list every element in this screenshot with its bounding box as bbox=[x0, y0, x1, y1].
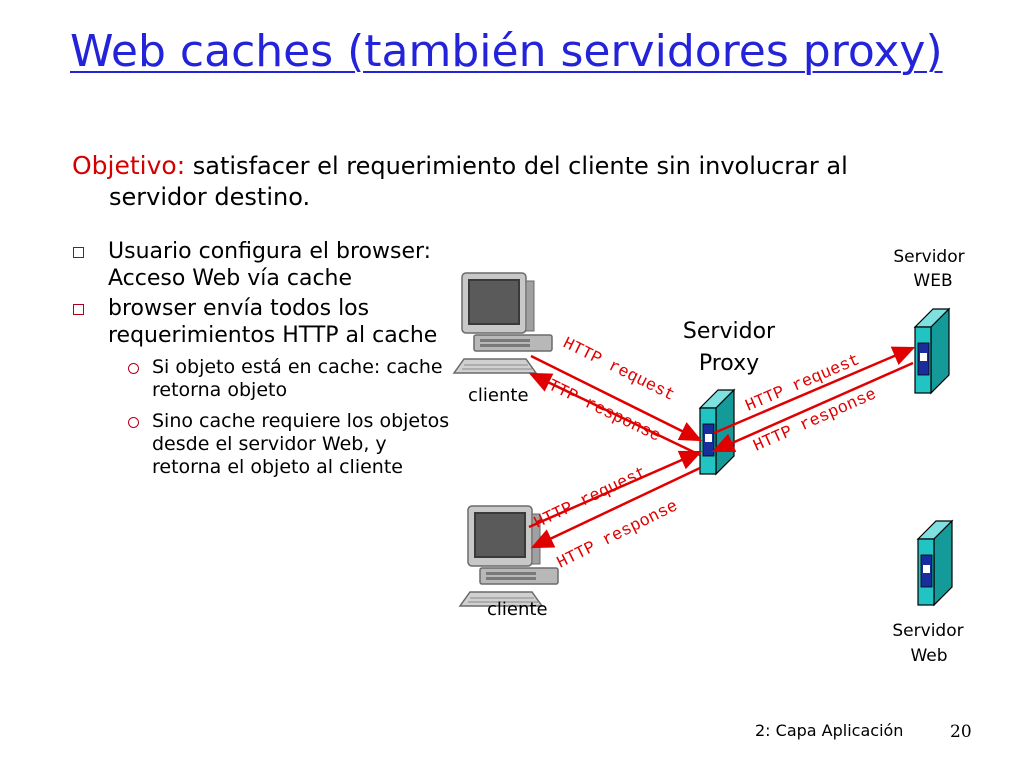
client-top-label: cliente bbox=[468, 385, 529, 406]
circle-bullet-icon bbox=[128, 363, 139, 374]
server-bottom-label-line2: Web bbox=[910, 646, 947, 666]
sub-bullet-text: Si objeto está en cache: cache retorna o… bbox=[152, 356, 443, 401]
bullet-list: Usuario configura el browser: Acceso Web… bbox=[70, 238, 450, 487]
objective-text: satisfacer el requerimiento del cliente … bbox=[109, 152, 848, 211]
square-bullet-icon bbox=[73, 247, 84, 258]
server-top-label-line2: WEB bbox=[913, 271, 952, 291]
slide-title: Web caches (también servidores proxy) bbox=[70, 26, 943, 77]
bullet-text: browser envía todos los requerimientos H… bbox=[108, 296, 438, 348]
circle-bullet-icon bbox=[128, 417, 139, 428]
bullet-item: Usuario configura el browser: Acceso Web… bbox=[70, 238, 450, 292]
bullet-item: browser envía todos los requerimientos H… bbox=[70, 295, 450, 479]
objective-label: Objetivo: bbox=[72, 151, 186, 180]
footer-chapter: 2: Capa Aplicación bbox=[755, 721, 904, 740]
sub-bullet-item: Si objeto está en cache: cache retorna o… bbox=[128, 356, 450, 402]
server-bottom-label-line1: Servidor bbox=[892, 621, 963, 641]
objective: Objetivo: satisfacer el requerimiento de… bbox=[72, 150, 869, 213]
web-server-top-icon bbox=[914, 308, 950, 394]
arrow-client-bottom-response bbox=[530, 466, 701, 549]
arrow-client-bottom-request bbox=[528, 450, 703, 529]
sub-bullet-item: Sino cache requiere los objetos desde el… bbox=[128, 410, 450, 479]
server-top-label-line1: Servidor bbox=[893, 247, 964, 267]
client-bottom-label: cliente bbox=[487, 599, 548, 620]
proxy-label-line1: Servidor bbox=[683, 319, 776, 344]
square-bullet-icon bbox=[73, 304, 84, 315]
sub-bullet-text: Sino cache requiere los objetos desde el… bbox=[152, 410, 450, 478]
web-server-bottom-icon bbox=[917, 520, 953, 606]
sub-bullet-list: Si objeto está en cache: cache retorna o… bbox=[128, 356, 450, 479]
arrow-server-response bbox=[711, 361, 914, 453]
bullet-text: Usuario configura el browser: Acceso Web… bbox=[108, 239, 432, 291]
page-number: 20 bbox=[950, 722, 972, 742]
arrow-server-request bbox=[713, 346, 916, 435]
proxy-label-line2: Proxy bbox=[699, 351, 759, 376]
arrow-client-top-response bbox=[528, 372, 701, 457]
arrow-client-top-request bbox=[530, 354, 703, 442]
